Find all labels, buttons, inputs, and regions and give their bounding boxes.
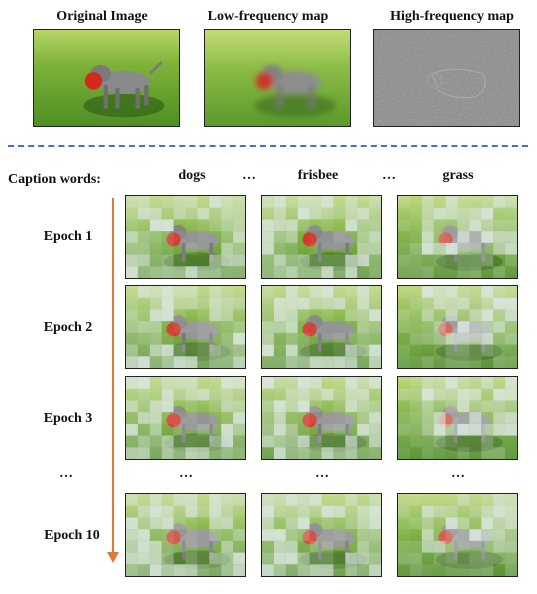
low-frequency-map-image	[204, 29, 351, 127]
epoch-3-label: Epoch 3	[43, 411, 93, 426]
attention-map-dogs-epoch-10	[125, 493, 246, 577]
attention-map-grass-epoch-1	[397, 195, 518, 279]
word-ellipsis-2: …	[382, 168, 396, 183]
attention-map-grass-epoch-10	[397, 493, 518, 577]
epoch-2-label: Epoch 2	[43, 320, 93, 335]
low-frequency-label: Low-frequency map	[207, 9, 329, 24]
attention-map-grass-epoch-3	[397, 376, 518, 460]
high-frequency-label: High-frequency map	[390, 9, 514, 24]
attention-map-frisbee-epoch-3	[261, 376, 382, 460]
attention-map-frisbee-epoch-10	[261, 493, 382, 577]
word-ellipsis-1: …	[242, 168, 256, 183]
original-image-label: Original Image	[56, 9, 148, 24]
epoch-10-label: Epoch 10	[44, 528, 100, 543]
section-divider	[8, 145, 528, 147]
attention-map-dogs-epoch-3	[125, 376, 246, 460]
attention-map-grass-epoch-2	[397, 285, 518, 369]
caption-words-label: Caption words:	[8, 172, 101, 187]
epoch-arrow-shaft	[112, 198, 114, 553]
epoch-arrow-head	[107, 552, 119, 563]
epoch-ellipsis-label: …	[59, 466, 73, 481]
grid-ellipsis-frisbee: …	[315, 466, 329, 481]
word-grass: grass	[442, 168, 474, 183]
high-frequency-map-image	[373, 29, 520, 127]
grid-ellipsis-grass: …	[451, 466, 465, 481]
attention-map-dogs-epoch-1	[125, 195, 246, 279]
epoch-1-label: Epoch 1	[43, 229, 93, 244]
attention-map-frisbee-epoch-1	[261, 195, 382, 279]
word-frisbee: frisbee	[297, 168, 339, 183]
attention-map-dogs-epoch-2	[125, 285, 246, 369]
original-image	[33, 29, 180, 127]
attention-map-frisbee-epoch-2	[261, 285, 382, 369]
word-dogs: dogs	[178, 168, 206, 183]
grid-ellipsis-dogs: …	[179, 466, 193, 481]
